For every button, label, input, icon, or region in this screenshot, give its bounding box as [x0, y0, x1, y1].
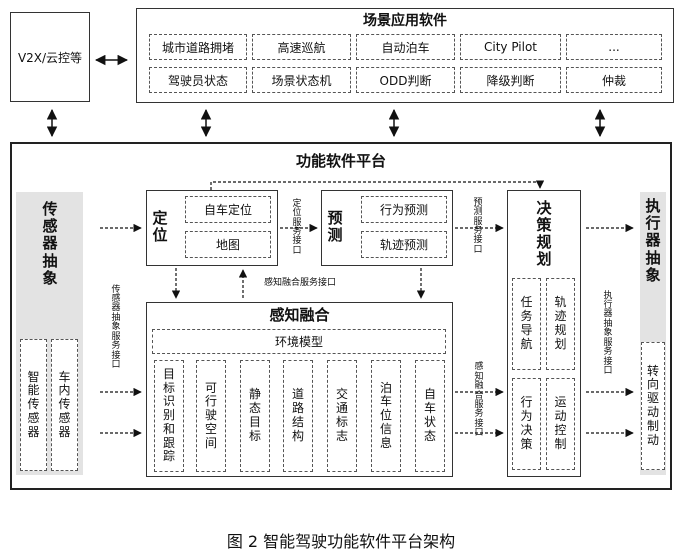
- platform-box: [10, 142, 672, 490]
- decision-item: 轨迹规划: [546, 278, 575, 370]
- ego-localization-box: 自车定位: [185, 196, 271, 223]
- fusion-item: 道路结构: [283, 360, 313, 472]
- decision-planning-title: 决策规划: [536, 198, 552, 269]
- localization-title: 定位: [152, 208, 168, 244]
- scene-app-row1-item: 高速巡航: [252, 34, 351, 60]
- environment-model-label: 环境模型: [274, 335, 323, 349]
- scene-app-row2-item: 仲裁: [566, 67, 662, 93]
- prediction-title: 预测: [327, 208, 343, 244]
- in-vehicle-sensor-box: 车内传感器: [51, 339, 78, 471]
- v2x-label: V2X/云控等: [17, 50, 83, 65]
- steering-drive-brake-box: 转向驱动制动: [641, 342, 665, 470]
- scene-app-row2-item: ODD判断: [356, 67, 455, 93]
- behavior-prediction-box: 行为预测: [361, 196, 447, 223]
- scene-app-row1-item: ...: [566, 34, 662, 60]
- fusion-item: 泊车位信息: [371, 360, 401, 472]
- scene-app-row2-item: 场景状态机: [252, 67, 351, 93]
- ego-localization-label: 自车定位: [203, 203, 252, 217]
- fusion-item: 目标识别和跟踪: [154, 360, 184, 472]
- trajectory-prediction-box: 轨迹预测: [361, 231, 447, 258]
- actuator-interface-label: 执行器抽象服务接口: [603, 290, 613, 377]
- scene-app-title: 场景应用软件: [363, 13, 447, 29]
- fusion-item: 自车状态: [415, 360, 445, 472]
- prediction-interface-label: 预测服务接口: [473, 197, 483, 255]
- scene-app-row1-item: 城市道路拥堵: [149, 34, 247, 60]
- trajectory-prediction-label: 轨迹预测: [379, 238, 428, 252]
- v2x-box: V2X/云控等: [10, 12, 90, 102]
- in-vehicle-sensor-label: 车内传感器: [58, 369, 71, 439]
- smart-sensor-box: 智能传感器: [20, 339, 47, 471]
- decision-item: 行为决策: [512, 378, 541, 470]
- environment-model-box: 环境模型: [152, 329, 446, 354]
- scene-app-row2-item: 驾驶员状态: [149, 67, 247, 93]
- behavior-prediction-label: 行为预测: [379, 203, 428, 217]
- map-label: 地图: [215, 238, 240, 252]
- fusion-item: 交通标志: [327, 360, 357, 472]
- decision-item: 运动控制: [546, 378, 575, 470]
- figure-caption: 图 2 智能驾驶功能软件平台架构: [226, 532, 456, 551]
- actuator-abstraction-title: 执行器抽象: [645, 196, 661, 284]
- fusion-item: 可行驶空间: [196, 360, 226, 472]
- sensor-interface-label: 传感器抽象服务接口: [111, 284, 121, 371]
- smart-sensor-label: 智能传感器: [27, 369, 40, 439]
- scene-app-row1-item: 自动泊车: [356, 34, 455, 60]
- localization-interface-label: 定位服务接口: [292, 198, 302, 256]
- scene-app-row1-item: City Pilot: [460, 34, 561, 60]
- fusion-interface-right-label: 感知融合服务接口: [474, 362, 484, 439]
- steering-drive-brake-label: 转向驱动制动: [646, 363, 659, 447]
- scene-app-row2-item: 降级判断: [460, 67, 561, 93]
- map-box: 地图: [185, 231, 271, 258]
- fusion-interface-top-label: 感知融合服务接口: [263, 278, 336, 289]
- sensor-abstraction-title: 传感器抽象: [42, 199, 58, 287]
- fusion-item: 静态目标: [240, 360, 270, 472]
- decision-item: 任务导航: [512, 278, 541, 370]
- perception-fusion-title: 感知融合: [269, 305, 330, 324]
- platform-title: 功能软件平台: [295, 151, 386, 170]
